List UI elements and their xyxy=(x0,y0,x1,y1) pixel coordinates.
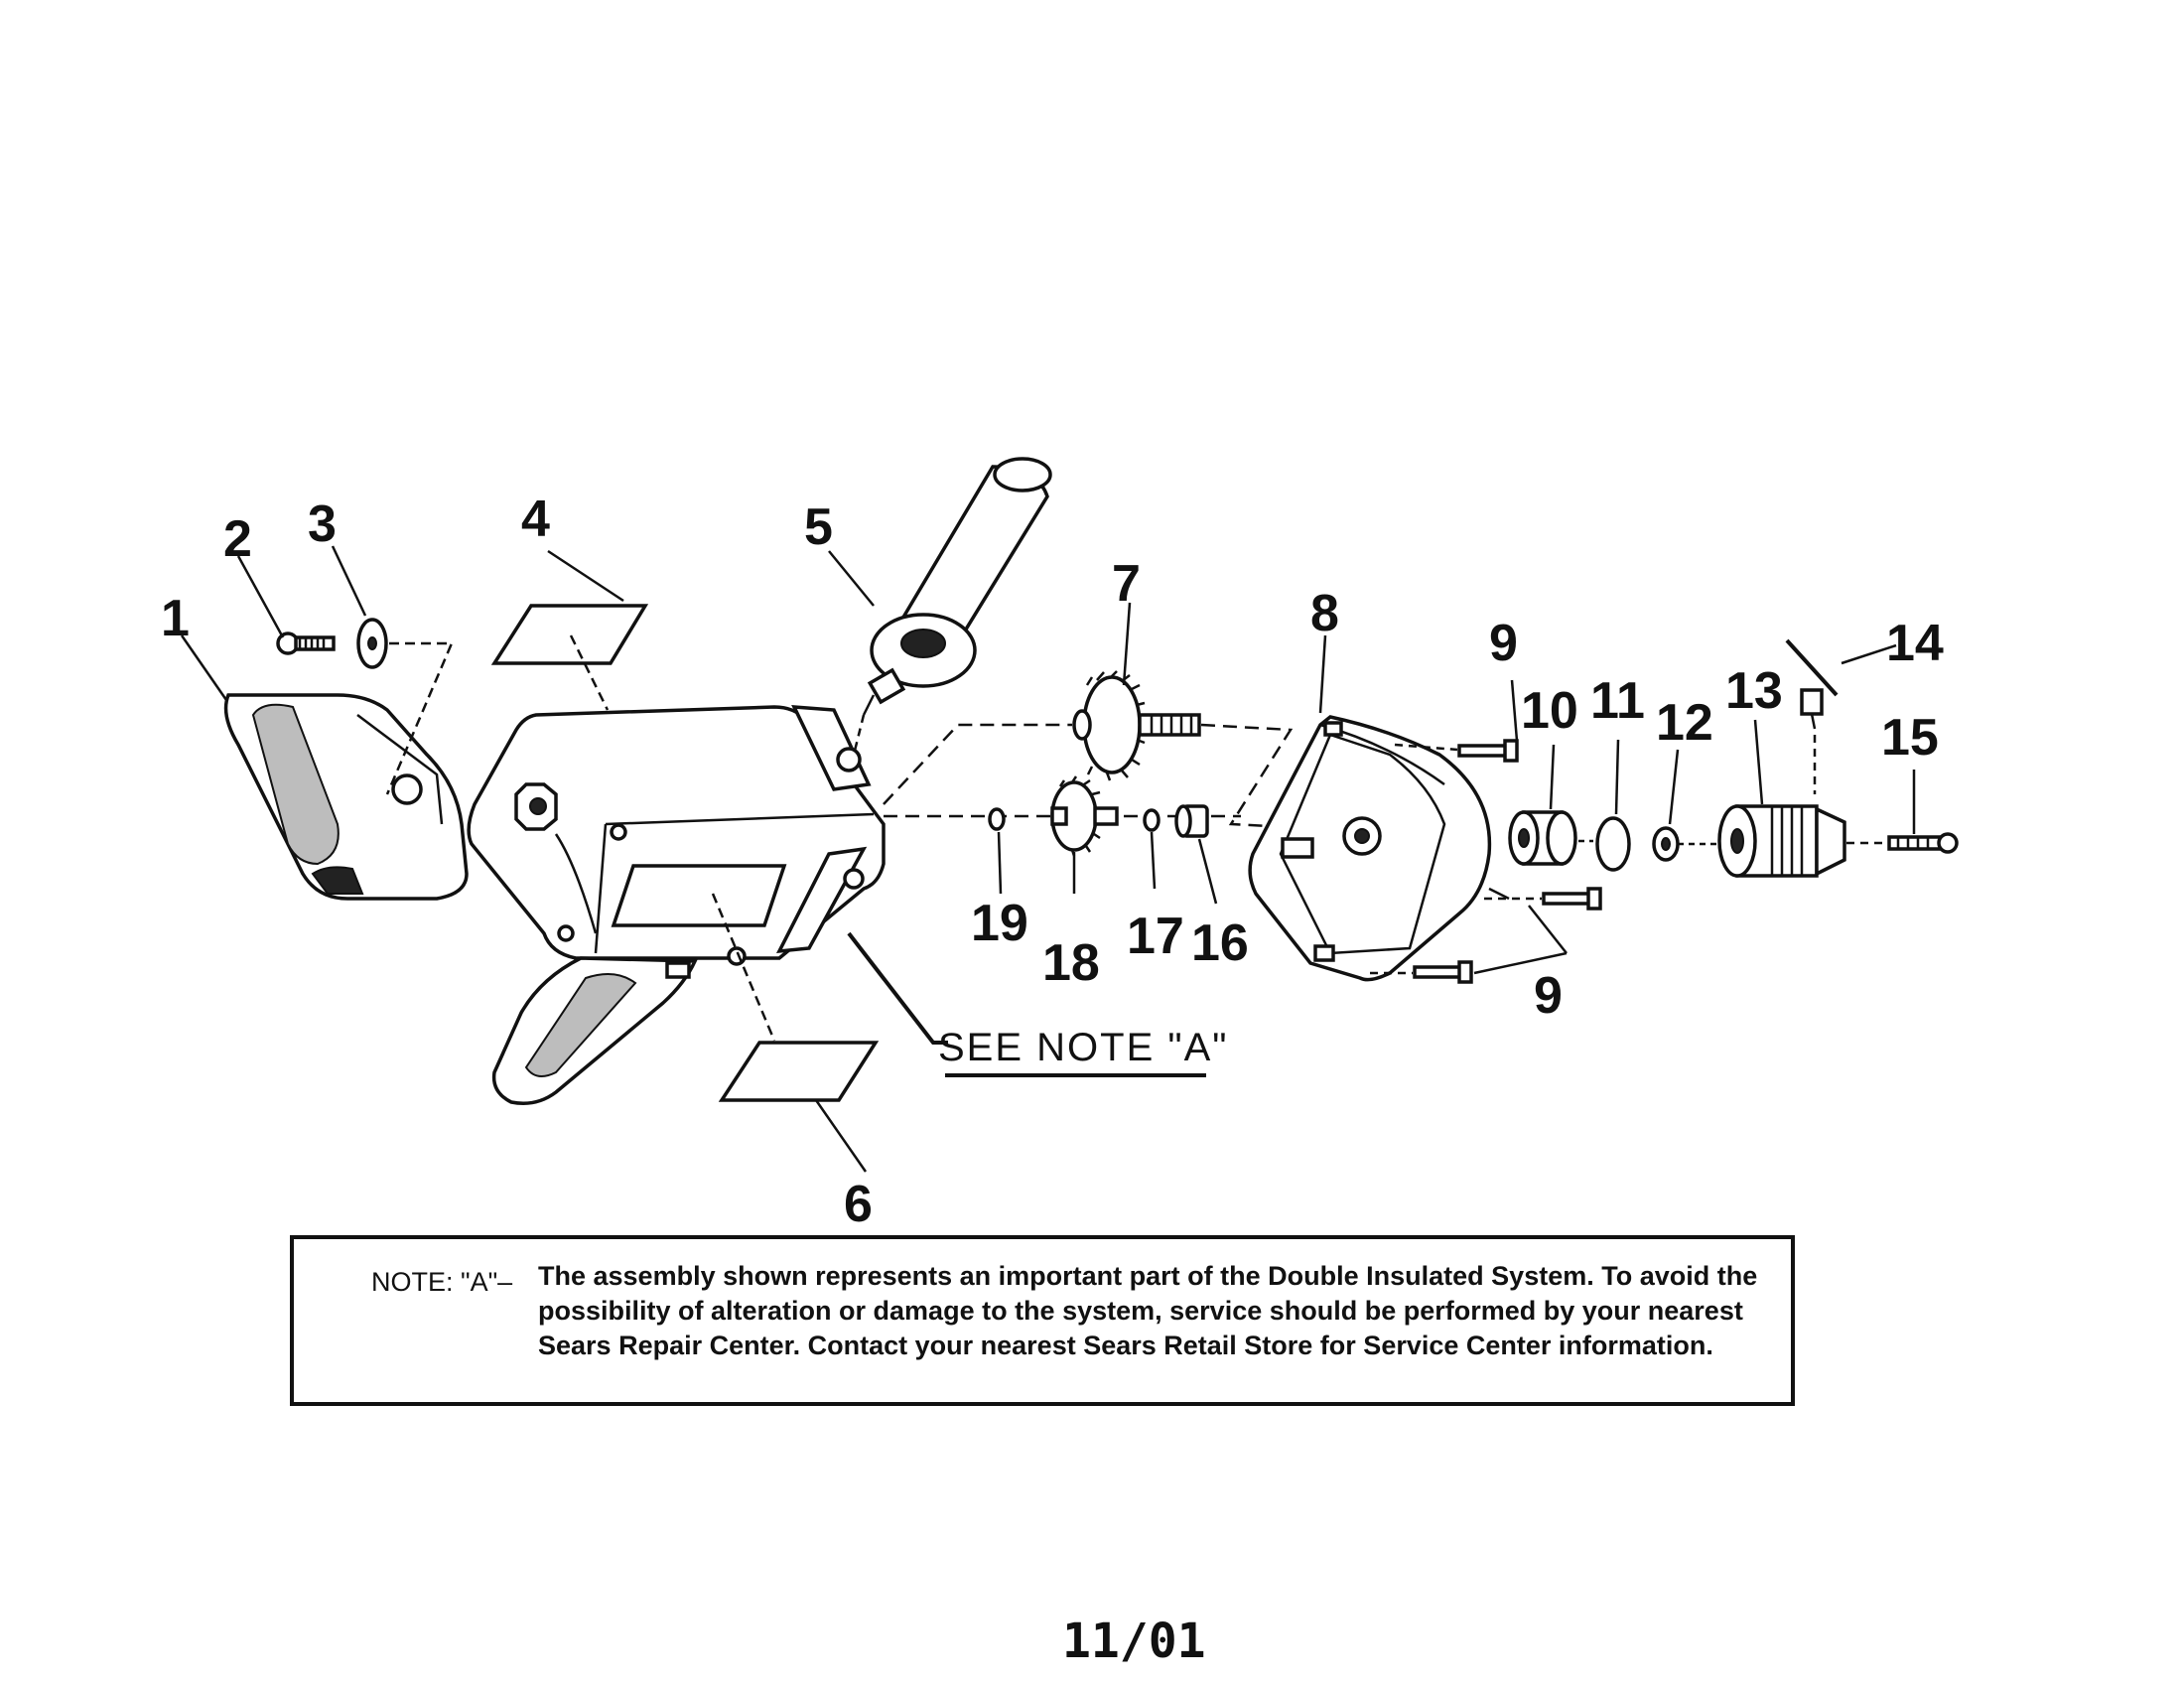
part-8-gear-case xyxy=(1248,715,1492,982)
part-15-chuck-screw xyxy=(1887,832,1959,854)
part-9-screws xyxy=(1413,739,1602,984)
pistol-grip xyxy=(491,956,698,1105)
page-number: 11/01 xyxy=(1062,1614,1206,1669)
callout-9-top: 9 xyxy=(1489,615,1518,672)
note-heading: NOTE: "A"– xyxy=(371,1267,513,1297)
part-5-side-handle xyxy=(862,457,1052,716)
callout-17: 17 xyxy=(1127,908,1184,965)
callout-12: 12 xyxy=(1656,694,1713,752)
leader-5 xyxy=(852,714,866,756)
note-box: NOTE: "A"– The assembly shown represents… xyxy=(290,1235,1795,1406)
callout-8: 8 xyxy=(1310,585,1339,642)
part-14-chuck-key xyxy=(1785,638,1839,794)
callout-3: 3 xyxy=(308,495,337,553)
callout-18: 18 xyxy=(1042,934,1100,992)
callout-15: 15 xyxy=(1881,709,1939,767)
part-19-washer xyxy=(988,807,1006,831)
part-2-screw xyxy=(276,632,336,655)
note-body: The assembly shown represents an importa… xyxy=(538,1261,1758,1360)
callout-2: 2 xyxy=(223,510,252,568)
callout-4: 4 xyxy=(521,491,550,548)
motor-housing xyxy=(467,705,886,966)
callout-1: 1 xyxy=(161,590,190,647)
part-11-retaining-ring xyxy=(1595,816,1631,872)
part-3-washer xyxy=(356,618,388,669)
callout-19: 19 xyxy=(971,895,1028,952)
part-10-bearing xyxy=(1508,810,1577,866)
callout-6: 6 xyxy=(844,1176,873,1233)
part-1-rear-handle xyxy=(223,693,469,901)
callout-7: 7 xyxy=(1112,555,1141,613)
part-16-sleeve xyxy=(1174,804,1209,838)
leader-6 xyxy=(711,893,776,1042)
callout-5: 5 xyxy=(804,498,833,556)
see-note-label: SEE NOTE "A" xyxy=(938,1026,1228,1069)
part-18-intermediate-gear xyxy=(1050,775,1119,857)
axis-line-7 xyxy=(883,723,1072,805)
leader-2-3 xyxy=(385,641,454,795)
leader-4 xyxy=(569,634,610,711)
part-6-label xyxy=(718,1041,880,1102)
callout-leaders xyxy=(180,545,1916,1173)
part-17-ring xyxy=(1143,808,1160,832)
leader-9-top xyxy=(1394,743,1458,752)
part-7-spindle-gear xyxy=(1072,670,1201,781)
callout-14: 14 xyxy=(1886,615,1944,672)
part-4-label xyxy=(490,604,649,665)
callout-16: 16 xyxy=(1191,914,1249,972)
callout-13: 13 xyxy=(1725,662,1783,720)
part-13-chuck xyxy=(1717,804,1846,878)
callout-10: 10 xyxy=(1521,682,1578,740)
callout-11: 11 xyxy=(1590,672,1645,730)
leader-8b xyxy=(1488,887,1510,901)
callout-9-bottom: 9 xyxy=(1534,967,1563,1025)
part-12-washer xyxy=(1652,826,1680,862)
